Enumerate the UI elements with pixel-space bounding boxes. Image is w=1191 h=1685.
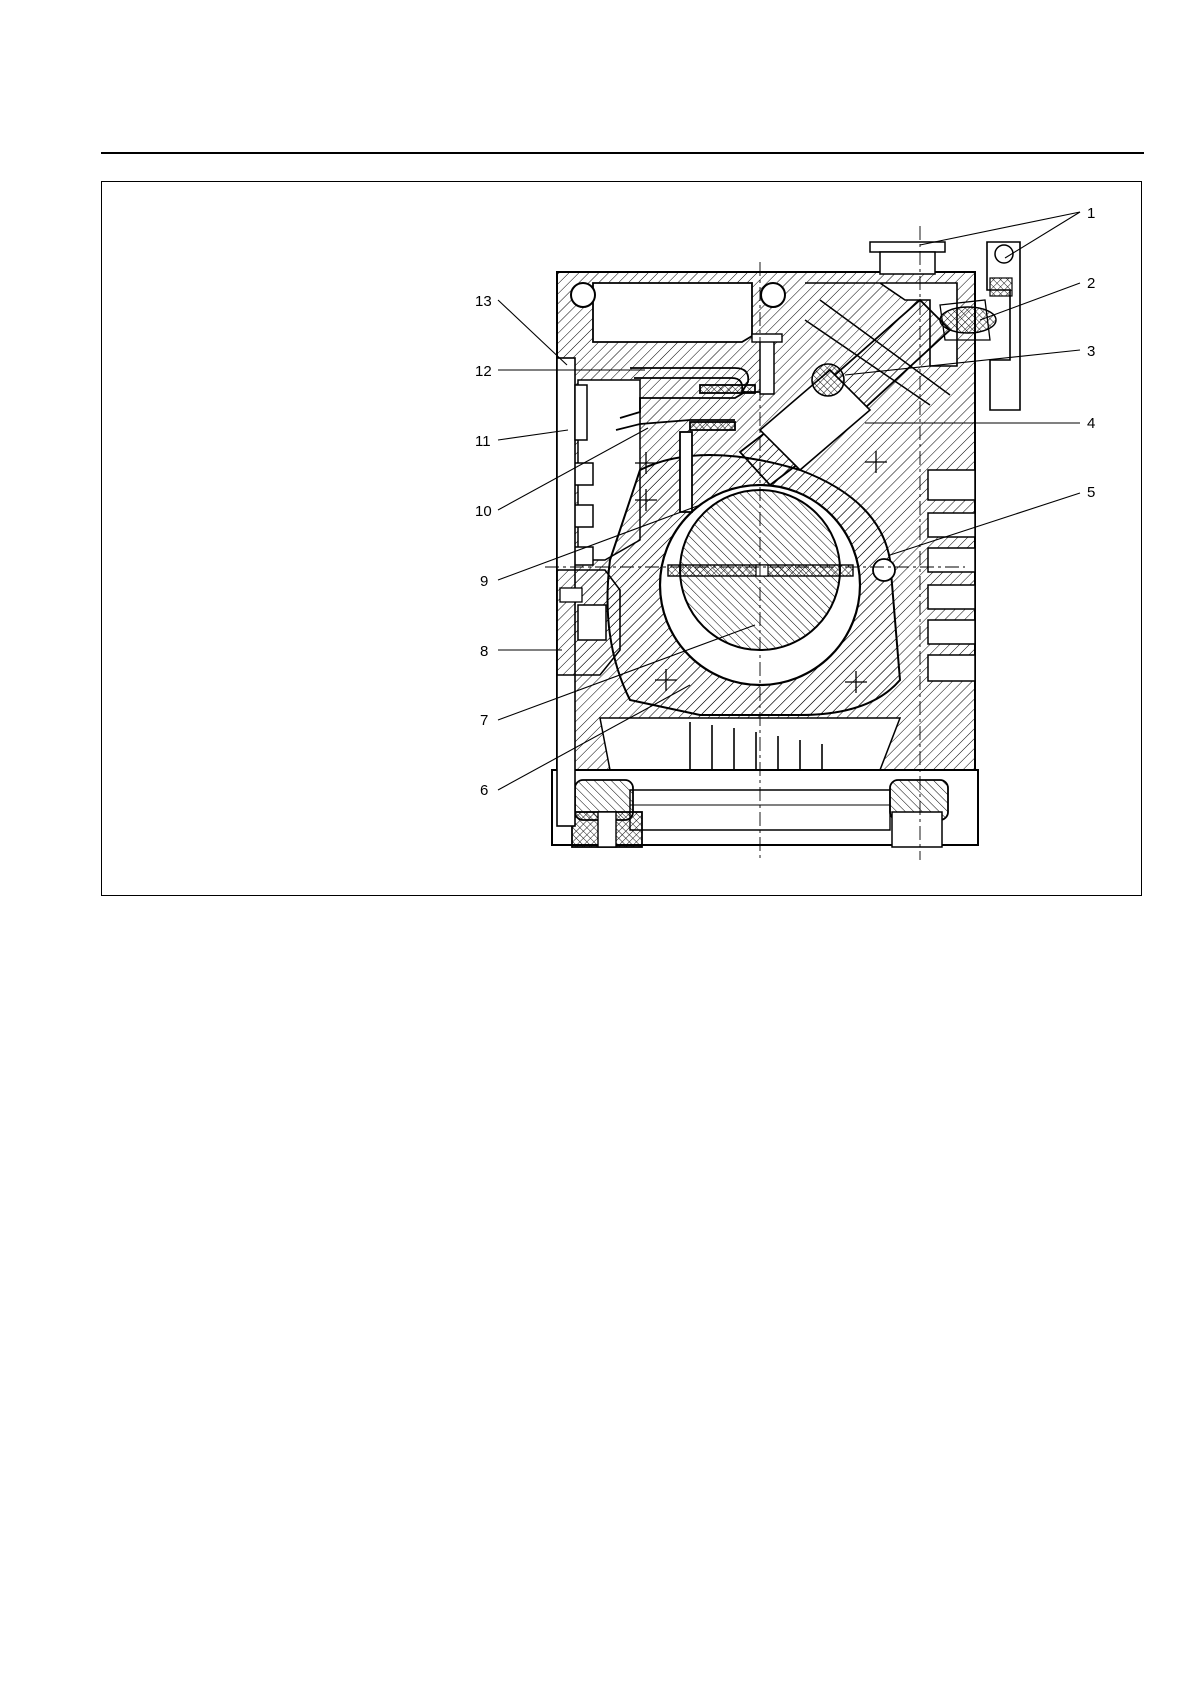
callout-3: 3 <box>1087 343 1095 360</box>
callout-10: 10 <box>475 503 492 520</box>
callout-7: 7 <box>480 712 488 729</box>
callout-13: 13 <box>475 293 492 310</box>
callout-9: 9 <box>480 573 488 590</box>
callout-11: 11 <box>475 433 491 450</box>
callout-1: 1 <box>1087 205 1095 222</box>
callout-2: 2 <box>1087 275 1095 292</box>
callout-5: 5 <box>1087 484 1095 501</box>
callout-6: 6 <box>480 782 488 799</box>
callout-12: 12 <box>475 363 492 380</box>
callout-4: 4 <box>1087 415 1095 432</box>
callout-8: 8 <box>480 643 488 660</box>
